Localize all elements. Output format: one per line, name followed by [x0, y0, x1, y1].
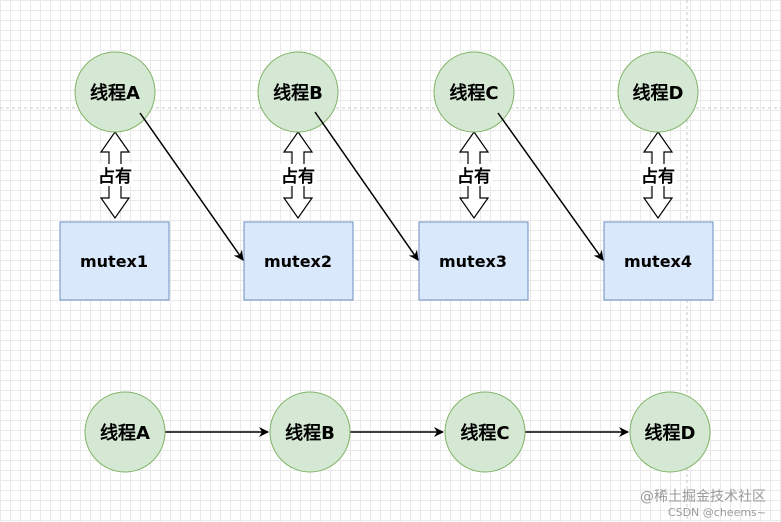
hold-label-b: 占有	[281, 166, 315, 187]
mutex2-box	[243, 221, 354, 301]
thread-d-label: 线程D	[633, 82, 684, 104]
mutex4-box	[603, 221, 714, 301]
thread-a-node	[74, 51, 156, 133]
thread-a-label: 线程A	[90, 82, 140, 104]
chain-thread-d-node	[629, 391, 711, 473]
hold-label-c: 占有	[457, 166, 491, 187]
chain-thread-a-node	[84, 391, 166, 473]
watermark-line1: @稀土掘金技术社区	[640, 489, 766, 505]
mutex1-label: mutex1	[80, 252, 148, 271]
hold-label-a: 占有	[98, 166, 132, 187]
thread-c-node	[433, 51, 515, 133]
chain-thread-c-node	[444, 391, 526, 473]
thread-b-label: 线程B	[273, 82, 323, 104]
wait-arrow-a-mutex2	[139, 112, 244, 261]
mutex2-label: mutex2	[264, 252, 332, 271]
mutex1-box	[59, 221, 170, 301]
chain-thread-b-node	[269, 391, 351, 473]
chain-thread-b-label: 线程B	[285, 422, 335, 444]
chain-thread-d-label: 线程D	[645, 422, 696, 444]
thread-d-node	[617, 51, 699, 133]
watermark-line2: CSDN @cheems~	[668, 506, 766, 519]
chain-thread-a-label: 线程A	[100, 422, 150, 444]
hold-label-d: 占有	[641, 166, 675, 187]
chain-thread-c-label: 线程C	[460, 422, 509, 444]
thread-b-node	[257, 51, 339, 133]
wait-arrow-b-mutex3	[314, 111, 419, 261]
mutex4-label: mutex4	[624, 252, 692, 271]
mutex3-label: mutex3	[439, 252, 507, 271]
wait-arrow-c-mutex4	[497, 112, 604, 261]
thread-c-label: 线程C	[449, 82, 498, 104]
mutex3-box	[418, 221, 529, 301]
